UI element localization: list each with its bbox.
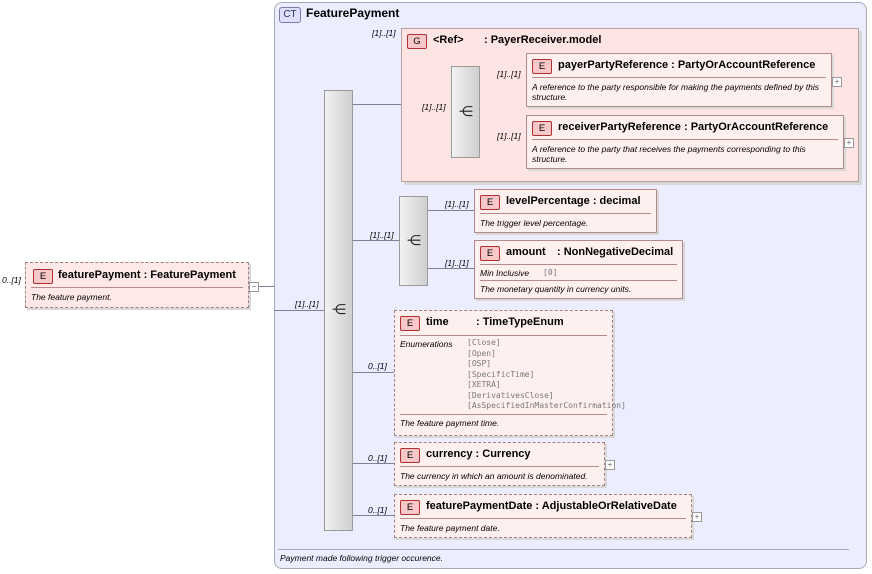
enum-value: [XETRA] — [467, 380, 501, 389]
element-name: amount — [506, 246, 546, 258]
expand-toggle[interactable]: + — [844, 138, 854, 148]
element-description: The trigger level percentage. — [480, 218, 589, 228]
connector — [274, 310, 324, 311]
element-name: currency : Currency — [426, 448, 531, 460]
element-badge: E — [400, 316, 420, 331]
element-badge: E — [400, 448, 420, 463]
group-sequence-compositor[interactable]: ⋲ — [451, 66, 480, 158]
element-receiverPartyReference[interactable]: E receiverPartyReference : PartyOrAccoun… — [526, 115, 844, 169]
choice-icon: ⋲ — [407, 232, 421, 248]
element-multiplicity: [1]..[1] — [497, 69, 521, 79]
element-name: receiverPartyReference : PartyOrAccountR… — [558, 121, 829, 133]
connector — [249, 286, 274, 287]
connector — [353, 372, 394, 373]
element-description: The monetary quantity in currency units. — [480, 284, 632, 294]
element-badge: E — [400, 500, 420, 515]
choice-multiplicity: [1]..[1] — [370, 230, 394, 240]
element-description: A reference to the party responsible for… — [532, 82, 819, 102]
element-description: The feature payment. — [31, 292, 112, 302]
element-description: A reference to the party that receives t… — [532, 144, 806, 164]
element-payerPartyReference[interactable]: E payerPartyReference : PartyOrAccountRe… — [526, 53, 832, 107]
connector — [353, 104, 401, 105]
separator — [480, 280, 677, 281]
element-description: The feature payment date. — [400, 523, 500, 533]
element-description: The currency in which an amount is denom… — [400, 471, 588, 481]
collapse-toggle[interactable]: − — [249, 282, 259, 292]
facet-label: Min Inclusive — [480, 268, 530, 278]
element-multiplicity: 0..[1] — [368, 361, 387, 371]
element-badge: E — [480, 246, 500, 261]
separator — [532, 139, 838, 140]
separator — [532, 77, 826, 78]
element-amount[interactable]: E amount : NonNegativeDecimal Min Inclus… — [474, 240, 683, 299]
connector — [353, 240, 399, 241]
element-type: : TimeTypeEnum — [476, 316, 564, 328]
root-multiplicity: 0..[1] — [2, 275, 21, 285]
element-multiplicity: 0..[1] — [368, 453, 387, 463]
separator — [400, 335, 607, 336]
separator — [31, 287, 243, 288]
enum-value: [DerivativesClose] — [467, 390, 554, 400]
group-ref-name: <Ref> — [433, 34, 464, 46]
complex-type-title: FeaturePayment — [306, 6, 400, 20]
sequence-icon: ⋲ — [332, 301, 346, 317]
main-sequence-compositor[interactable]: ⋲ — [324, 90, 353, 531]
element-levelPercentage[interactable]: E levelPercentage : decimal The trigger … — [474, 189, 657, 233]
element-time[interactable]: E time : TimeTypeEnum Enumerations [Clos… — [394, 310, 626, 436]
element-featurePayment[interactable]: E featurePayment : FeaturePayment The fe… — [25, 262, 249, 308]
connector — [353, 515, 394, 516]
element-multiplicity: [1]..[1] — [445, 199, 469, 209]
expand-toggle[interactable]: + — [832, 77, 842, 87]
element-name: payerPartyReference : PartyOrAccountRefe… — [558, 59, 816, 71]
enum-value: [Close] — [467, 338, 501, 347]
footer-divider — [278, 549, 849, 550]
element-currency[interactable]: E currency : Currency The currency in wh… — [394, 442, 605, 486]
sequence-icon: ⋲ — [459, 103, 473, 119]
enum-value: [AsSpecifiedInMasterConfirmation] — [467, 401, 626, 410]
expand-toggle[interactable]: + — [692, 512, 702, 522]
separator — [480, 213, 651, 214]
separator — [480, 264, 677, 265]
separator — [400, 414, 607, 415]
element-description: The feature payment time. — [400, 418, 500, 428]
connector — [428, 210, 474, 211]
element-badge: E — [33, 269, 53, 284]
complex-type-footer: Payment made following trigger occurence… — [280, 553, 443, 563]
element-name: featurePayment : FeaturePayment — [58, 269, 236, 281]
enumeration-list: [Close] [Open] [OSP] [SpecificTime] [XET… — [467, 338, 626, 412]
element-multiplicity: [1]..[1] — [497, 131, 521, 141]
enum-value: [SpecificTime] — [467, 369, 535, 379]
element-featurePaymentDate[interactable]: E featurePaymentDate : AdjustableOrRelat… — [394, 494, 692, 538]
element-badge: E — [480, 195, 500, 210]
connector — [428, 268, 474, 269]
element-multiplicity: [1]..[1] — [445, 258, 469, 268]
separator — [400, 466, 599, 467]
group-type: : PayerReceiver.model — [484, 34, 602, 46]
complex-type-badge: CT — [279, 7, 301, 23]
element-badge: E — [532, 59, 552, 74]
enum-value: [Open] — [467, 348, 496, 358]
choice-compositor[interactable]: ⋲ — [399, 196, 428, 286]
group-sequence-multiplicity: [1]..[1] — [422, 102, 446, 112]
element-type: : NonNegativeDecimal — [557, 246, 674, 258]
group-badge: G — [407, 34, 427, 49]
element-name: featurePaymentDate : AdjustableOrRelativ… — [426, 500, 677, 512]
element-name: levelPercentage : decimal — [506, 195, 641, 207]
main-sequence-multiplicity: [1]..[1] — [295, 299, 319, 309]
separator — [400, 518, 686, 519]
expand-toggle[interactable]: + — [605, 460, 615, 470]
facet-label: Enumerations — [400, 339, 453, 349]
element-multiplicity: 0..[1] — [368, 505, 387, 515]
connector — [353, 463, 394, 464]
facet-value: [0] — [543, 268, 558, 277]
group-multiplicity: [1]..[1] — [372, 28, 396, 38]
element-badge: E — [532, 121, 552, 136]
enum-value: [OSP] — [467, 359, 492, 368]
element-name: time — [426, 316, 449, 328]
